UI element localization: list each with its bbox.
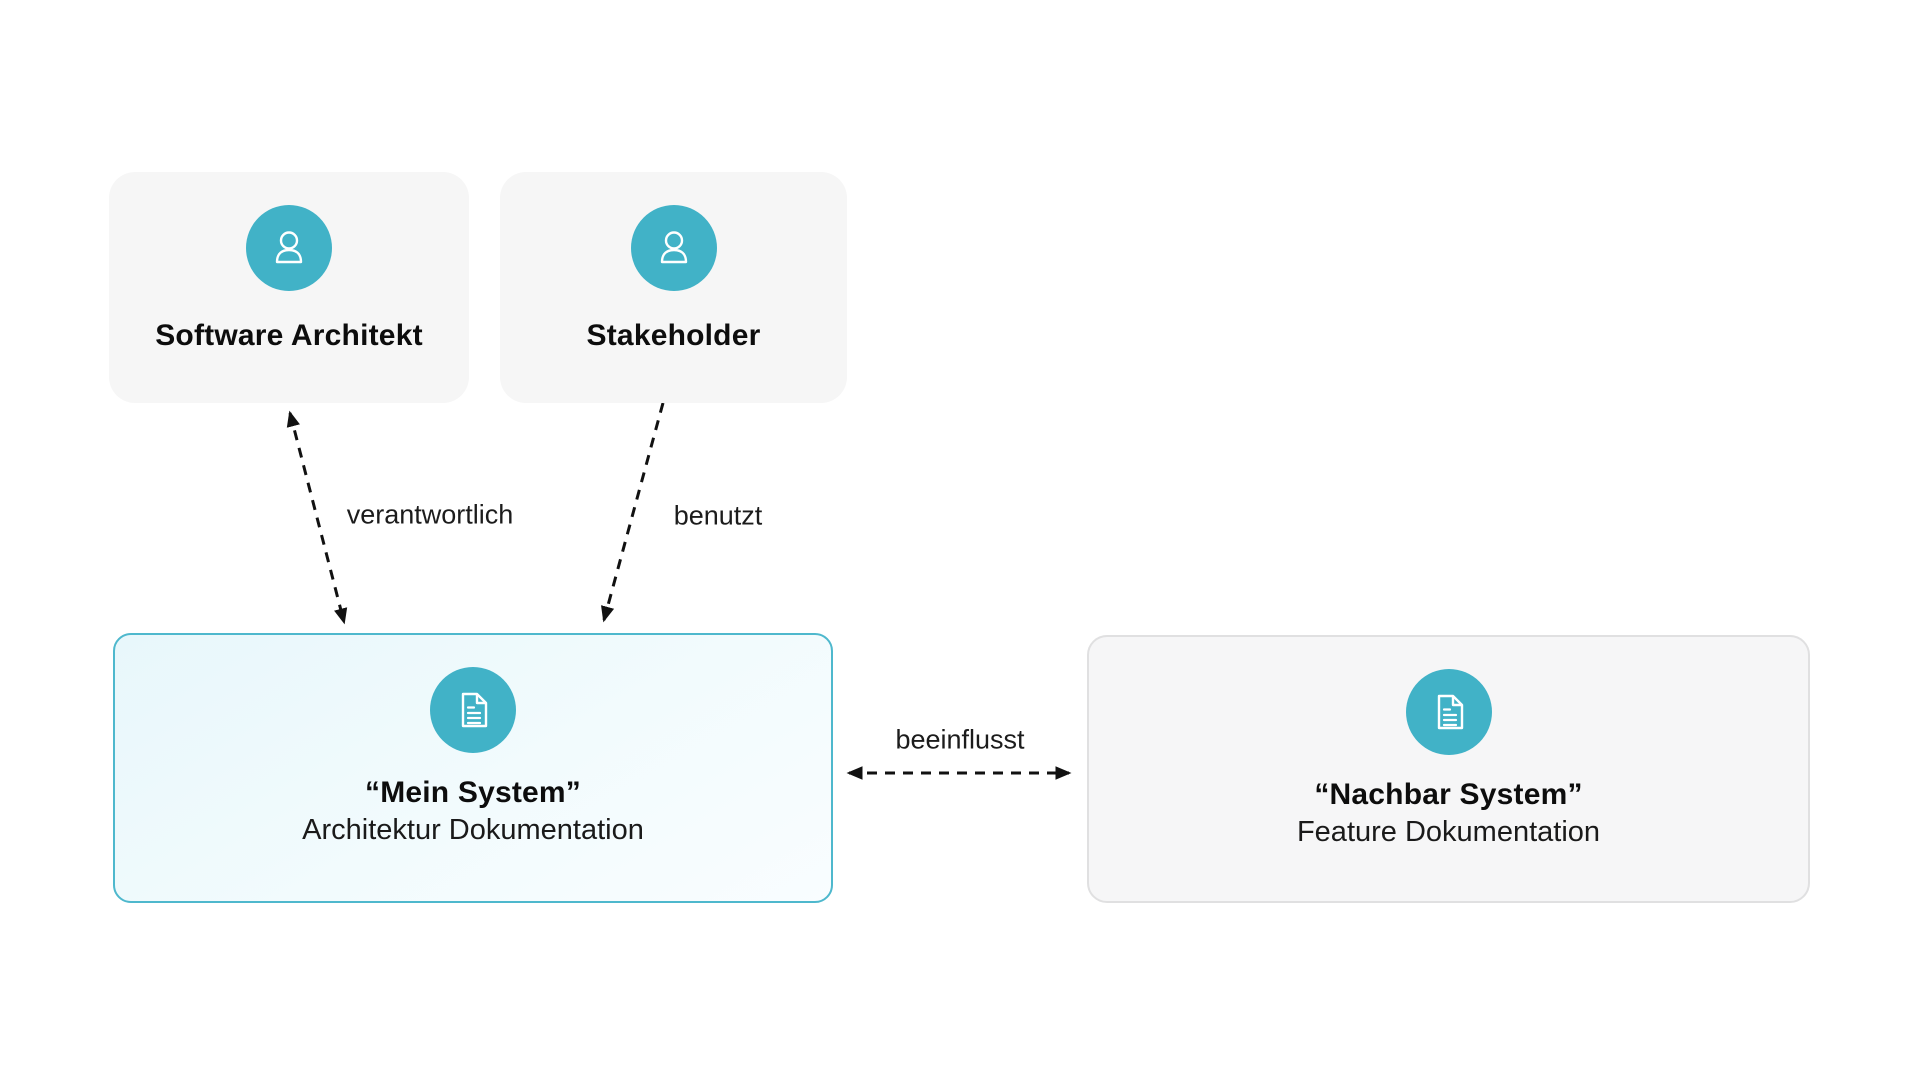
arrow-benutzt	[601, 402, 665, 623]
actor-label: Software Architekt	[155, 319, 423, 352]
system-card-mein-system: “Mein System” Architektur Dokumentation	[113, 633, 833, 903]
document-badge	[1405, 669, 1492, 755]
document-badge	[430, 667, 516, 753]
document-icon	[461, 692, 488, 728]
person-badge	[246, 205, 332, 291]
system-title: “Nachbar System”	[1314, 778, 1583, 811]
system-subtitle: Architektur Dokumentation	[302, 814, 644, 846]
actor-card-software-architekt: Software Architekt	[109, 172, 469, 403]
arrow-verantwortlich	[286, 410, 348, 625]
person-icon	[660, 231, 687, 264]
actor-card-stakeholder: Stakeholder	[500, 172, 847, 403]
actor-label: Stakeholder	[586, 319, 761, 352]
relation-label-verantwortlich: verantwortlich	[346, 499, 514, 530]
system-title: “Mein System”	[365, 776, 581, 809]
relation-label-beeinflusst: beeinflusst	[895, 724, 1025, 755]
relation-label-benutzt: benutzt	[673, 500, 763, 531]
system-subtitle: Feature Dokumentation	[1296, 816, 1601, 848]
person-badge	[630, 205, 717, 291]
system-card-nachbar-system: “Nachbar System” Feature Dokumentation	[1087, 635, 1810, 903]
person-icon	[275, 231, 303, 264]
document-icon	[1437, 694, 1463, 730]
